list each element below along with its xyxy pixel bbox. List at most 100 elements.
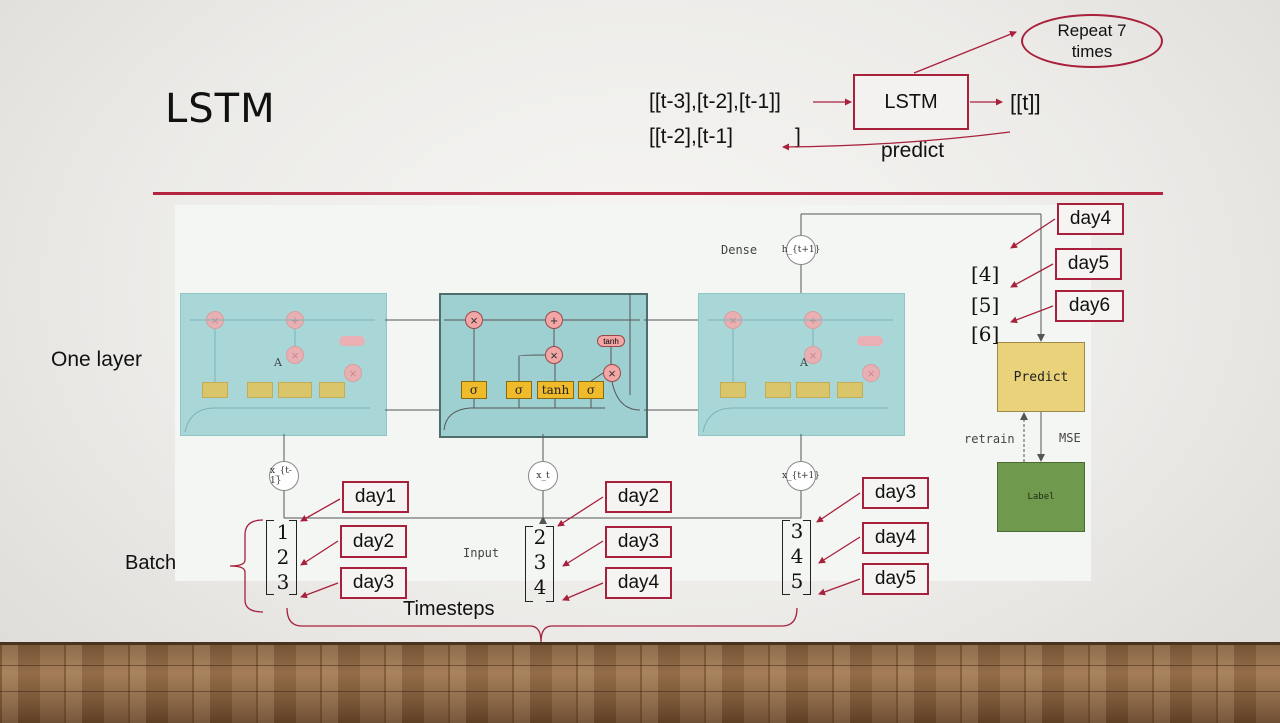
- predict-box: Predict: [997, 342, 1085, 412]
- tanh-op-label: tanh: [603, 336, 619, 346]
- day-label: day3: [617, 531, 660, 552]
- forget-gate: σ: [461, 381, 487, 399]
- day-label: day1: [354, 486, 397, 507]
- predict-label: predict: [881, 139, 945, 162]
- cell-label: A: [274, 356, 282, 369]
- matrix-value: 2: [533, 525, 547, 549]
- lstm-model-box: LSTM: [853, 74, 969, 130]
- gate-sigma: [837, 382, 863, 398]
- day-box: day4: [862, 522, 929, 554]
- day-label: day4: [1069, 208, 1112, 229]
- matrix-value: 3: [533, 550, 547, 574]
- day-box: day4: [605, 567, 672, 599]
- day-label: day3: [874, 482, 917, 503]
- matrix-bracket-left: [525, 526, 533, 602]
- gate-sigma: [720, 382, 746, 398]
- day-label: day4: [617, 572, 660, 593]
- multiply-icon: ×: [862, 364, 880, 382]
- output-value: [4]: [971, 262, 1000, 286]
- tanh-op-faded: [339, 336, 365, 346]
- matrix-bracket-left: [782, 520, 790, 595]
- repeat-ellipse: Repeat 7 times: [1021, 14, 1163, 68]
- gate-tanh: [278, 382, 312, 398]
- day-box: day1: [342, 481, 409, 513]
- day-box: day6: [1055, 290, 1124, 322]
- matrix-bracket-left: [266, 520, 274, 595]
- multiply-icon: ×: [344, 364, 362, 382]
- next-sequence-close: ]: [795, 125, 801, 148]
- floor-seam: [0, 691, 1280, 692]
- gate-sigma: [247, 382, 273, 398]
- cell-label: A: [800, 356, 808, 369]
- day-box: day4: [1057, 203, 1124, 235]
- gate-tanh: [796, 382, 830, 398]
- matrix-value: 5: [790, 569, 804, 593]
- matrix-bracket-right: [546, 526, 554, 602]
- matrix-value: 1: [276, 520, 290, 544]
- day-box: day2: [340, 525, 407, 558]
- input-node-current: x_t: [528, 461, 558, 491]
- label-box: Label: [997, 462, 1085, 532]
- day-label: day6: [1068, 295, 1111, 316]
- prediction-output: [[t]]: [1010, 90, 1041, 115]
- day-box: day3: [340, 567, 407, 599]
- dense-label: Dense: [721, 243, 758, 257]
- node-label: x_{t-1}: [270, 466, 292, 486]
- day-label: day2: [617, 486, 660, 507]
- day-label: day4: [874, 527, 917, 548]
- retrain-label: retrain: [964, 432, 1015, 446]
- gate-sigma: [202, 382, 228, 398]
- matrix-value: 2: [276, 545, 290, 569]
- output-gate: σ: [578, 381, 604, 399]
- day-box: day2: [605, 481, 672, 513]
- label-box-label: Label: [1027, 492, 1055, 502]
- input-matrix-2: 2 3 4: [531, 526, 549, 598]
- node-label: x_t: [536, 471, 550, 481]
- day-label: day2: [352, 530, 395, 552]
- matrix-value: 3: [276, 570, 290, 594]
- forget-multiply-icon: ×: [465, 311, 483, 329]
- floor-seam: [0, 665, 1280, 666]
- slide-title: LSTM: [165, 86, 276, 132]
- node-label: h_{t+1}: [781, 245, 821, 255]
- gate-sigma: [319, 382, 345, 398]
- multiply-icon: ×: [804, 346, 822, 364]
- output-multiply-icon: ×: [603, 364, 621, 382]
- input-gate: σ: [506, 381, 532, 399]
- wood-floor: [0, 642, 1280, 723]
- input-node-next: x_{t+1}: [782, 461, 820, 491]
- matrix-bracket-right: [289, 520, 297, 595]
- day-label: day5: [874, 568, 917, 589]
- day-box: day5: [1055, 248, 1122, 280]
- repeat-label: Repeat 7 times: [1057, 21, 1127, 61]
- day-box: day5: [862, 563, 929, 595]
- matrix-bracket-right: [803, 520, 811, 595]
- node-label: x_{t+1}: [782, 471, 820, 481]
- multiply-icon: ×: [286, 346, 304, 364]
- input-sequence: [[t-3],[t-2],[t-1]]: [649, 90, 781, 113]
- lstm-model-label: LSTM: [884, 90, 938, 113]
- day-box: day3: [862, 477, 929, 509]
- mse-label: MSE: [1059, 431, 1081, 445]
- cell-add-icon: +: [545, 311, 563, 329]
- gate-sigma: [765, 382, 791, 398]
- next-sequence: [[t-2],[t-1]: [649, 125, 734, 148]
- input-label: Input: [463, 546, 500, 560]
- day-label: day3: [352, 572, 395, 593]
- matrix-value: 4: [790, 544, 804, 568]
- candidate-gate: tanh: [537, 381, 574, 399]
- matrix-value: 3: [790, 519, 804, 543]
- title-divider: [153, 192, 1163, 195]
- tanh-op-pill: tanh: [597, 335, 625, 347]
- one-layer-label: One layer: [51, 348, 143, 371]
- day-label: day5: [1067, 253, 1110, 274]
- hidden-output-node: h_{t+1}: [782, 235, 820, 265]
- input-matrix-3: 3 4 5: [788, 520, 806, 592]
- day-box: day3: [605, 526, 672, 558]
- output-value: [6]: [971, 322, 1000, 346]
- predict-box-label: Predict: [1013, 369, 1069, 385]
- input-matrix-1: 1 2 3: [274, 521, 292, 593]
- output-value: [5]: [971, 293, 1000, 317]
